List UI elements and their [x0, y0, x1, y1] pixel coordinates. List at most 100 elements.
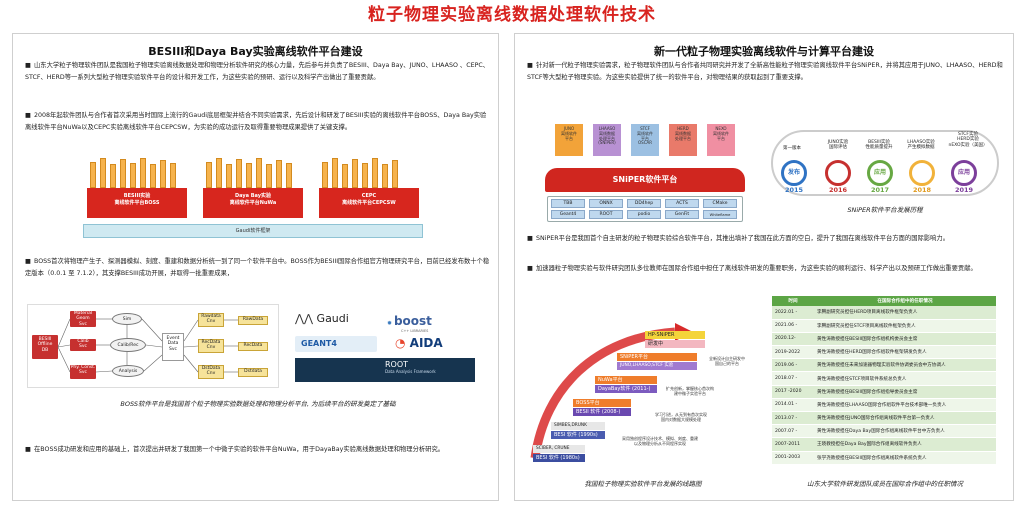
tl-year-0: 2015	[784, 186, 804, 194]
stcf-column: STCF 离线软件 平台 OSCAR	[631, 124, 659, 156]
step-5-tag: HP-SNiPER	[645, 331, 705, 339]
roles-table: 时间 在国际合作组中的任职情况 2022.01 -李腾副研究员担任HERD项目离…	[772, 296, 996, 465]
tile-root: ROOT	[589, 210, 623, 219]
table-row: 2014.01 -黄性涛教授担任LHAASO国际合作组软件平台技术部唯一负责人	[772, 398, 996, 413]
left-para-3: ■BOSS首次将物理产生子、探测器模拟、刻度、重建和数据分析统一到了同一个软件平…	[25, 258, 490, 278]
table-cell-role: 李腾副研究员担任STCF项目离线软件框架负责人	[814, 319, 996, 333]
left-para-1: ■山东大学粒子物理软件团队是我国粒子物理实验离线数据处理和物理分析软件研究的核心…	[25, 62, 490, 82]
step-2-tag: BOSS平台	[573, 399, 631, 407]
tl-circle-4: 应用	[951, 160, 977, 186]
table-cell-time: 2022.01 -	[772, 306, 814, 320]
table-cell-role: 王晓教授担任Daya Bay国际合作组离线软件负责人	[814, 437, 996, 452]
table-row: 2018.07 -黄性涛教授担任STCF项目软件系统总负责人	[772, 371, 996, 386]
tile-genfit: GenFit	[665, 210, 699, 219]
boss-caption: BOSS软件平台是我国首个粒子物理实验数据处理和物理分析平台, 为后续平台的研发…	[120, 400, 396, 408]
table-cell-time: 2020.12-	[772, 332, 814, 347]
step-2-label: BESII 软件 (2008-)	[573, 408, 631, 416]
step-3-label: DayaBay软件 (2011-)	[595, 385, 657, 393]
right-para-3: ■加速器粒子物理实验与软件研究团队多位教师在国际合作组中担任了离线软件研发的重要…	[527, 265, 977, 272]
phy-const-svc: Phy. Const. Svc	[70, 365, 96, 379]
note-3: 全新设计自主研发中国自己的平台	[709, 356, 745, 367]
dstdata: Dstdata	[238, 368, 268, 377]
calibrec-node: Calib/Rec	[110, 338, 146, 352]
note-0: 采用独创程序设计技术、模拟、刻度、重建以及物理分析从不同程序实现	[622, 436, 698, 447]
table-cell-time: 2013.07 -	[772, 411, 814, 426]
step-3-tag: NuWa平台	[595, 376, 657, 384]
left-para-2: ■2008年起软件团队与合作者首次采用当时国际上流行的Gaudi底层框架并结合不…	[25, 112, 487, 132]
analysis-node: Analysis	[112, 365, 144, 377]
sniper-timeline: 第一版本 JUNO实验 国际评估 BESIII实验 性能质量提升 LHAASO实…	[771, 130, 999, 196]
juno-column: JUNO 离线软件 平台	[555, 124, 583, 156]
bars-group-1	[87, 158, 187, 188]
tl-circle-1	[825, 160, 851, 186]
tile-tbb: TBB	[551, 199, 585, 208]
herd-column: HERD 离线数据 处理平台	[669, 124, 697, 156]
root-logo: ROOT Data Analysis Framework	[295, 358, 475, 382]
table-cell-role: 黄性涛教授担任未来加速器物理实验软件协调委员会中方协调人	[814, 358, 996, 373]
nuwa-box: Daya Bay实验 离线软件平台NuWa	[203, 188, 303, 218]
table-row: 2022.01 -李腾副研究员担任HERD项目离线软件框架负责人	[772, 306, 996, 320]
table-row: 2019.06 -黄性涛教授担任未来加速器物理实验软件协调委员会中方协调人	[772, 358, 996, 373]
table-cell-role: 张学尧教授担任BESIII国际合作组离线软件系统负责人	[814, 451, 996, 465]
tl-label-1: JUNO实验 国际评估	[827, 140, 849, 151]
tl-year-2: 2017	[870, 186, 890, 194]
table-row: 2021.06 -李腾副研究员担任STCF项目离线软件框架负责人	[772, 319, 996, 333]
tile-onnx: ONNX	[589, 199, 623, 208]
step-5-label: 研发中	[645, 340, 705, 348]
table-cell-time: 2017 -2020	[772, 385, 814, 399]
sim-node: Sim	[112, 313, 142, 325]
tl-label-3: LHAASO实验 产生模拟数据	[907, 140, 935, 151]
table-cell-time: 2001-2003	[772, 451, 814, 465]
boss-flow-diagram: BESIII Offline DB Material Geom Svc Cali…	[27, 304, 279, 388]
platform-roadmap: BESI 软件 (1980s) SCIBER, CRUNE BESI 软件 (1…	[525, 318, 761, 466]
step-4-tag: SNiPER平台	[617, 353, 697, 361]
table-cell-time: 2021.06 -	[772, 319, 814, 333]
note-1: 学习引进，从无到有首次实现国内对数据大规模处理	[655, 412, 707, 423]
table-row: 2020.12-黄性涛教授担任BESIII国际合作组机构委员会主席	[772, 332, 996, 347]
left-panel: BESIII和Daya Bay实验离线软件平台建设 ■山东大学粒子物理软件团队是…	[12, 33, 499, 501]
tl-circle-2: 应用	[867, 160, 893, 186]
calib-svc: Calib Svc	[70, 339, 96, 351]
aida-logo: ◔ AIDA	[395, 336, 443, 350]
table-caption: 山东大学软件研发团队成员在国际合作组中的任职情况	[807, 480, 963, 488]
tile-podio: podio	[627, 210, 661, 219]
sniper-platform: SNiPER软件平台	[545, 168, 745, 192]
step-1-label: BESI 软件 (1990s)	[551, 431, 605, 439]
table-header-role: 在国际合作组中的任职情况	[814, 296, 996, 306]
cepcsw-box: CEPC 离线软件平台CEPCSW	[319, 188, 419, 218]
tl-label-4: STCF实验 HERD实验 nEXO实验（美国）	[948, 132, 988, 148]
timeline-caption: SNiPER软件平台发展历程	[847, 206, 923, 214]
table-row: 2013.07 -黄性涛教授担任JUNO国际合作组离线软件平台第一负责人	[772, 411, 996, 426]
table-cell-role: 黄性涛教授担任HERD国际合作组软件框架研发负责人	[814, 345, 996, 360]
table-cell-time: 2019.06 -	[772, 358, 814, 373]
table-cell-role: 黄性涛教授担任BESIII国际合作组机构委员会主席	[814, 332, 996, 347]
dstdata-cnv: DstData Cnv	[198, 365, 224, 379]
table-cell-role: 黄性涛教授担任LHAASO国际合作组软件平台技术部唯一负责人	[814, 398, 996, 413]
left-para-4: ■在BOSS成功研发和应用的基础上，首次提出并研发了我国第一个中微子实验的软件平…	[25, 446, 445, 453]
recdata-cnv: RecData Cnv	[198, 339, 224, 353]
rawdata: RawData	[238, 316, 268, 325]
tile-acts: ACTS	[665, 199, 699, 208]
table-cell-role: 黄性涛教授担任BESIII国际合作组指导委员会主席	[814, 385, 996, 399]
tl-label-0: 第一版本	[783, 146, 801, 151]
table-cell-role: 黄性涛教授担任STCF项目软件系统总负责人	[814, 371, 996, 386]
recdata: RecData	[238, 342, 268, 351]
sniper-diagram: JUNO 离线软件 平台 LHAASO 离线数据 处理平台 (SNiPER) S…	[545, 124, 765, 224]
table-cell-role: 黄性涛教授担任Daya Bay国际合作组离线软件平台中方负责人	[814, 424, 996, 439]
table-cell-time: 2014.01 -	[772, 398, 814, 413]
table-header-time: 时间	[772, 296, 814, 306]
step-0-tag: SCIBER, CRUNE	[533, 445, 585, 453]
table-cell-time: 2007-2011	[772, 437, 814, 452]
rawdata-cnv: Rawdata Cnv	[198, 313, 224, 327]
note-2: 扩充创新，掌握核心首次构建中微子实验平台	[666, 386, 714, 397]
lhaaso-column: LHAASO 离线数据 处理平台 (SNiPER)	[593, 124, 621, 156]
step-1-tag: SIMBES,DRUNK	[551, 422, 605, 430]
step-4-label: JUNO,LHAASO,STCF 实验	[617, 362, 697, 370]
table-cell-role: 黄性涛教授担任JUNO国际合作组离线软件平台第一负责人	[814, 411, 996, 426]
tl-year-1: 2016	[828, 186, 848, 194]
step-0-label: BESI 软件 (1980s)	[533, 454, 585, 462]
bars-group-3	[319, 158, 419, 188]
